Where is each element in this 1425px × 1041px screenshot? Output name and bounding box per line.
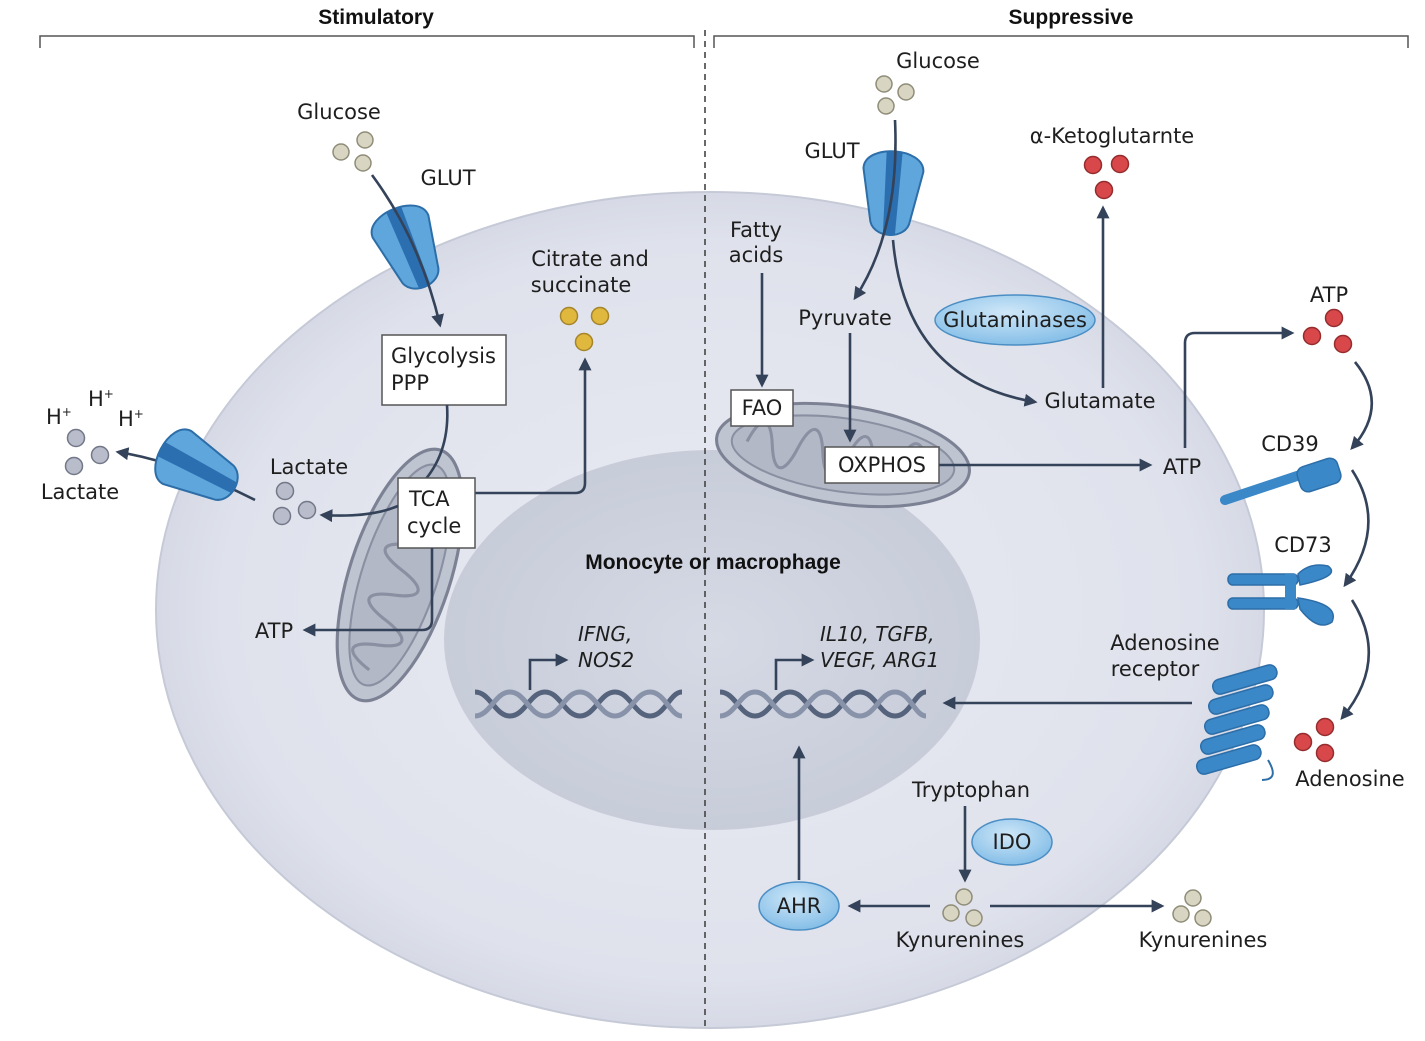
genes-suppressive-2: VEGF, ARG1 (820, 648, 939, 672)
nucleus (444, 450, 980, 830)
label-glutamate: Glutamate (1045, 389, 1156, 413)
arrow-atp-export (1183, 326, 1295, 448)
hplus-2: H+ (88, 387, 114, 411)
label-succinate: succinate (531, 273, 632, 297)
label-atp-outside: ATP (1310, 283, 1348, 307)
arrow-transcription-right (774, 653, 815, 690)
glycolysis-box: Glycolysis PPP (381, 334, 507, 406)
kynurenine-molecules-outside (1172, 889, 1212, 927)
arrow-glycolysis-to-tca (424, 404, 449, 481)
oxphos-box: OXPHOS (824, 446, 940, 484)
alpha-kg-molecules (1083, 154, 1130, 200)
bracket-suppressive (713, 35, 1409, 48)
cell-label: Monocyte or macrophage (585, 551, 841, 574)
adenosine-molecules (1293, 717, 1335, 763)
tca-label: TCA (408, 487, 450, 511)
label-tryptophan: Tryptophan (911, 778, 1030, 802)
arrow-glucose-to-pyruvate (853, 119, 897, 301)
hplus-1: H+ (46, 405, 72, 429)
label-lactate-inside: Lactate (270, 455, 348, 479)
ppp-label: PPP (391, 371, 429, 395)
label-adenosine-molecule: Adenosine (1295, 767, 1404, 791)
label-kynurenines-inside: Kynurenines (896, 928, 1025, 952)
cycle-label: cycle (407, 514, 461, 538)
label-pyruvate: Pyruvate (798, 306, 892, 330)
header-suppressive: Suppressive (1009, 6, 1134, 29)
lactate-molecules-inside (272, 481, 317, 526)
arrow-tca-to-citrate (475, 357, 592, 495)
label-receptor: receptor (1111, 657, 1200, 681)
label-atp-left: ATP (255, 619, 293, 643)
arrow-glucose-to-glycolysis (370, 174, 444, 328)
genes-suppressive-1: IL10, TGFB, (820, 622, 935, 646)
cd73-enzyme (1227, 564, 1334, 626)
label-citrate: Citrate and (531, 247, 649, 271)
arrow-cd73-to-adenosine (1340, 599, 1371, 721)
label-glut-right: GLUT (804, 139, 859, 163)
arrow-tca-to-atp (302, 548, 434, 637)
glucose-molecules-left (332, 131, 374, 172)
label-alpha-kg: α-Ketoglutarnte (1030, 124, 1194, 148)
label-kynurenines-outside: Kynurenines (1139, 928, 1268, 952)
genes-stimulatory-2: NOS2 (578, 648, 634, 672)
ido-label: IDO (993, 830, 1032, 854)
dna-helix-right (719, 689, 927, 719)
kynurenine-molecules-inside (942, 888, 983, 927)
label-fatty: Fatty (730, 218, 782, 242)
arrow-atp-to-cd39 (1350, 361, 1374, 450)
hplus-3: H+ (118, 407, 144, 431)
bracket-stimulatory (39, 35, 695, 48)
label-glucose-right: Glucose (896, 49, 980, 73)
lactate-molecules-outside (64, 428, 110, 476)
glutaminases-oval: Glutaminases (934, 294, 1096, 346)
adenosine-receptor (1195, 664, 1278, 781)
glutaminases-label: Glutaminases (943, 308, 1087, 332)
label-glucose-left: Glucose (297, 100, 381, 124)
ahr-label: AHR (777, 894, 822, 918)
label-glut-left: GLUT (420, 166, 475, 190)
label-cd73: CD73 (1274, 533, 1332, 557)
arrow-transcription-left (528, 653, 569, 690)
dna-helix-left (474, 689, 683, 719)
tca-box: TCA cycle (397, 477, 476, 549)
header-stimulatory: Stimulatory (318, 6, 434, 29)
arrow-cd39-to-cd73 (1343, 469, 1370, 588)
genes-stimulatory-1: IFNG, (578, 622, 632, 646)
label-lactate-outside: Lactate (41, 480, 119, 504)
fao-label: FAO (742, 396, 783, 420)
label-adenosine: Adenosine (1110, 631, 1219, 655)
ahr-oval: AHR (758, 881, 840, 931)
cd39-enzyme (1220, 457, 1342, 505)
citrate-molecules (559, 306, 610, 352)
glucose-molecules-right (875, 75, 915, 115)
ido-oval: IDO (971, 818, 1053, 866)
label-cd39: CD39 (1261, 432, 1319, 456)
atp-molecules-outside (1302, 308, 1353, 354)
label-acids: acids (729, 243, 784, 267)
oxphos-label: OXPHOS (838, 453, 926, 477)
arrow-tca-to-lactate (319, 504, 399, 523)
fao-box: FAO (730, 389, 794, 427)
label-atp-inside: ATP (1163, 455, 1201, 479)
arrow-glucose-to-glutamate (891, 239, 1038, 407)
hplus-labels: H+ H+ H+ (46, 387, 144, 431)
glycolysis-label: Glycolysis (391, 344, 496, 368)
